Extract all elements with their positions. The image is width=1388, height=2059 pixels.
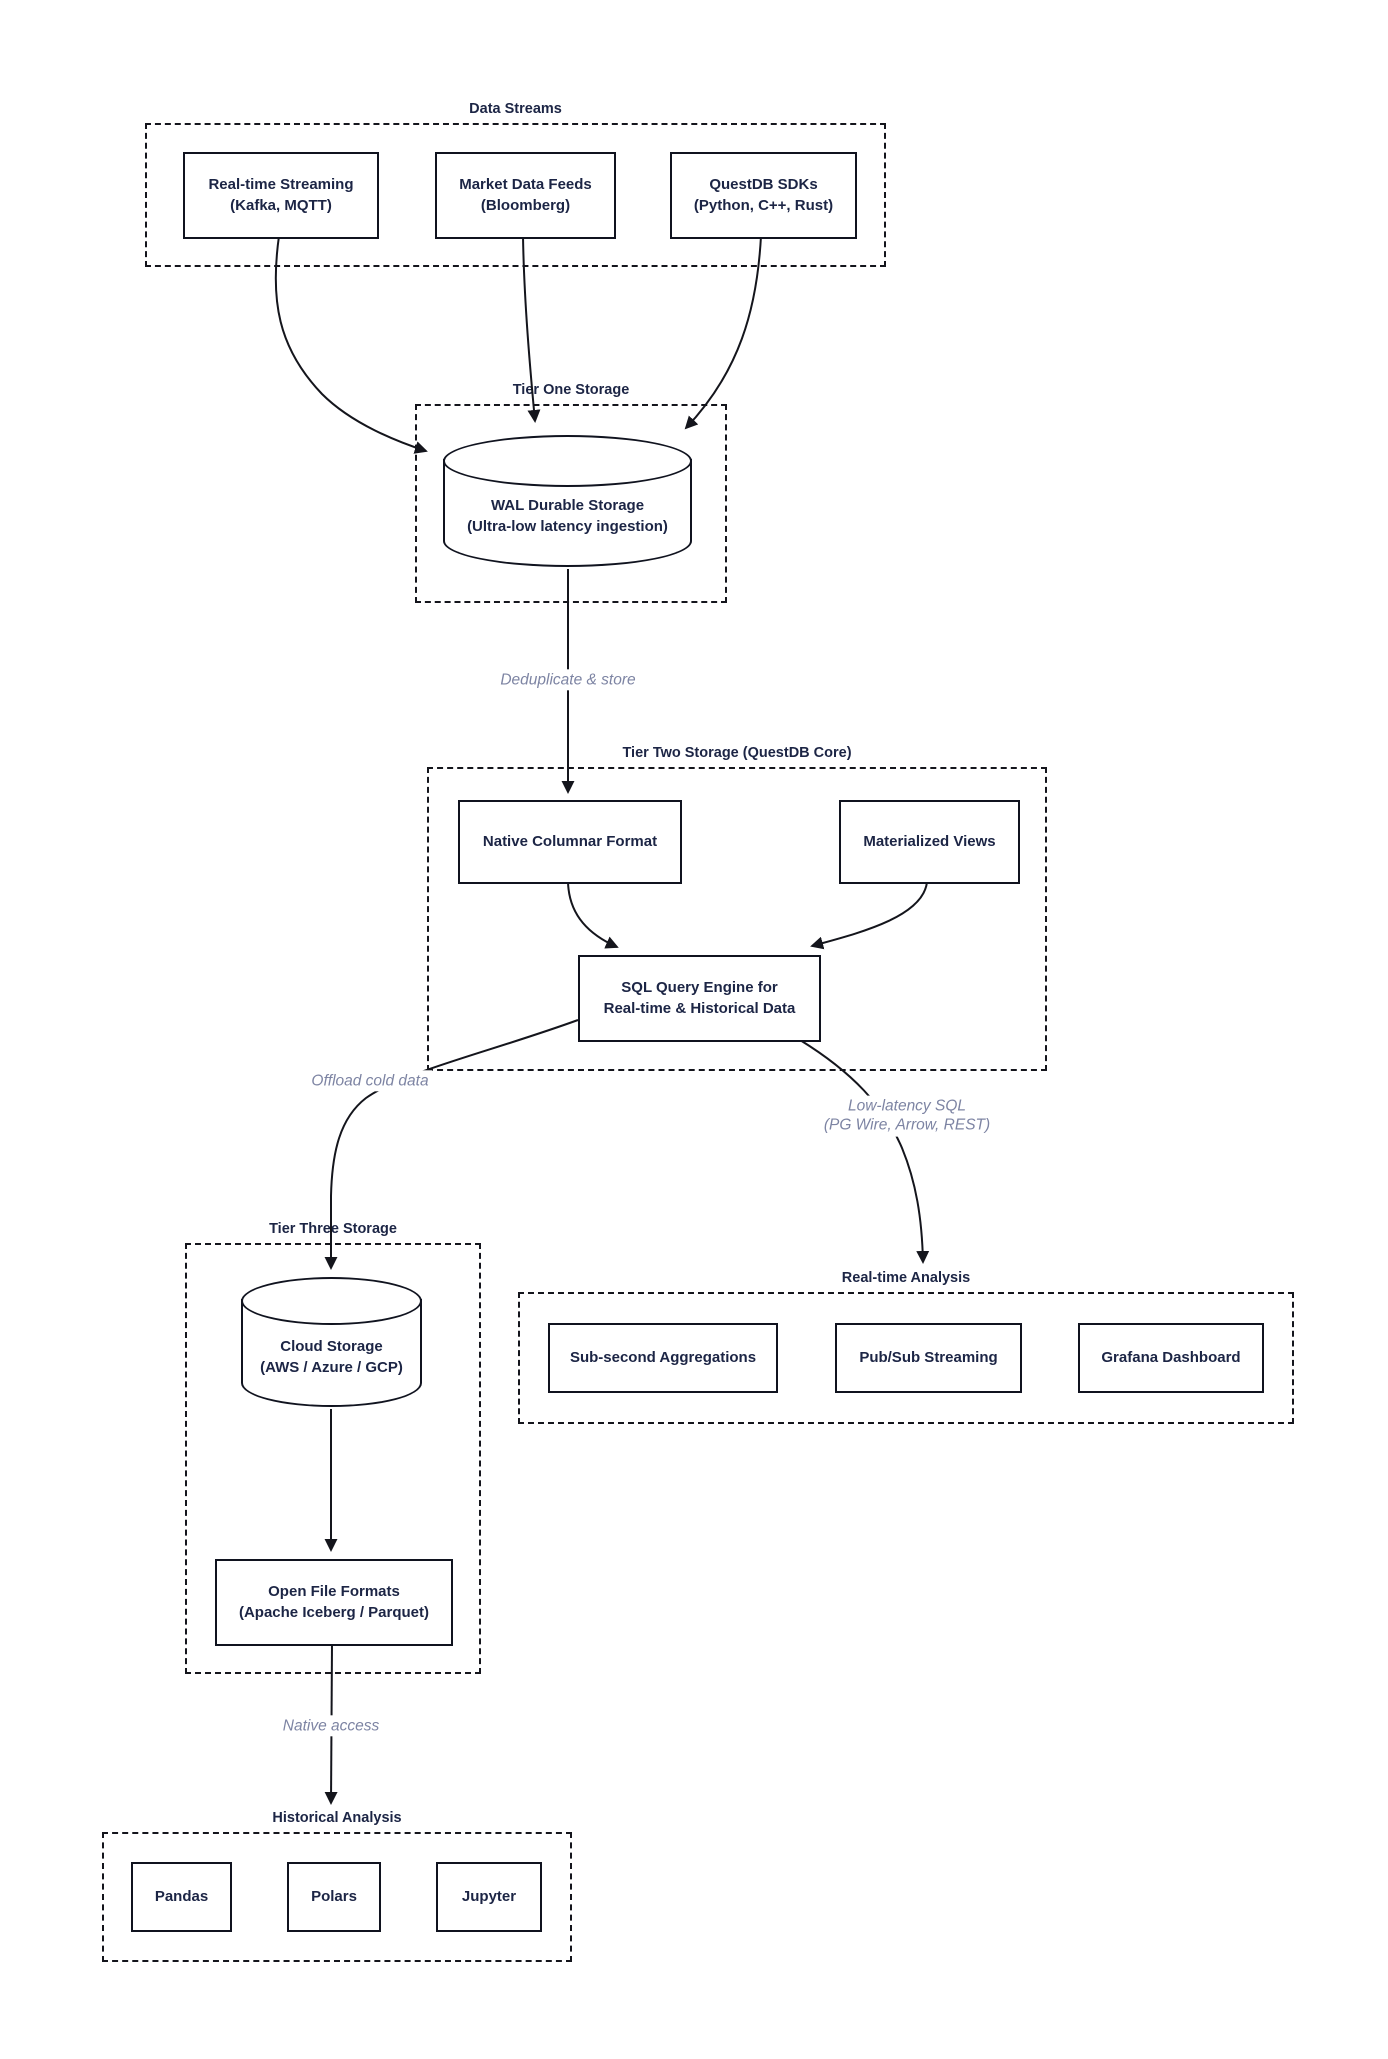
node-realtime-streaming-line1: Real-time Streaming [208, 176, 354, 194]
node-market-data-feeds-line1: Market Data Feeds [459, 176, 592, 194]
cylinder-top [443, 435, 692, 487]
cluster-tier-one-storage: Tier One Storage [415, 382, 727, 603]
node-pandas: Pandas [131, 1862, 232, 1932]
node-market-data-feeds: Market Data Feeds (Bloomberg) [435, 152, 616, 239]
edge-label-low-latency-sql-line2: (PG Wire, Arrow, REST) [823, 1117, 991, 1134]
edge-sdks-to-wal [684, 235, 762, 430]
node-polars-line1: Polars [311, 1887, 357, 1905]
node-open-file-formats: Open File Formats (Apache Iceberg / Parq… [215, 1559, 453, 1646]
node-native-columnar-format: Native Columnar Format [458, 800, 682, 884]
node-questdb-sdks-line1: QuestDB SDKs [709, 176, 818, 194]
node-wal-durable-storage: WAL Durable Storage (Ultra-low latency i… [443, 435, 692, 567]
node-jupyter-line1: Jupyter [461, 1887, 517, 1905]
node-market-data-feeds-line2: (Bloomberg) [480, 196, 571, 214]
node-native-columnar-format-line1: Native Columnar Format [482, 832, 658, 850]
cluster-tier-three-storage: Tier Three Storage [185, 1221, 481, 1674]
cluster-data-streams: Data Streams [145, 101, 886, 267]
cluster-realtime-analysis: Real-time Analysis [518, 1270, 1294, 1424]
node-questdb-sdks-line2: (Python, C++, Rust) [693, 196, 834, 214]
node-wal-durable-storage-line1: WAL Durable Storage [490, 497, 645, 514]
node-realtime-streaming: Real-time Streaming (Kafka, MQTT) [183, 152, 379, 239]
node-polars: Polars [287, 1862, 381, 1932]
edge-sql-to-cloud [324, 1019, 579, 1270]
edge-label-low-latency-sql: Low-latency SQL (PG Wire, Arrow, REST) [819, 1095, 995, 1137]
cluster-tier-two-storage-label: Tier Two Storage (QuestDB Core) [622, 745, 852, 761]
edge-views-to-sql [810, 881, 928, 950]
node-cloud-storage-line2: (AWS / Azure / GCP) [260, 1359, 403, 1376]
node-materialized-views-line1: Materialized Views [863, 832, 996, 850]
edge-columnar-to-sql [567, 881, 619, 949]
edge-marketdata-to-wal [522, 235, 541, 423]
cluster-historical-analysis-label: Historical Analysis [272, 1810, 402, 1826]
node-grafana-dashboard: Grafana Dashboard [1078, 1323, 1264, 1393]
node-pubsub-streaming-line1: Pub/Sub Streaming [859, 1348, 998, 1366]
edge-label-offload-cold-data: Offload cold data [307, 1070, 433, 1092]
node-questdb-sdks: QuestDB SDKs (Python, C++, Rust) [670, 152, 857, 239]
cluster-tier-one-storage-label: Tier One Storage [512, 382, 630, 398]
edge-label-deduplicate-store: Deduplicate & store [496, 669, 640, 691]
cluster-tier-three-storage-label: Tier Three Storage [269, 1221, 397, 1237]
node-grafana-dashboard-line1: Grafana Dashboard [1101, 1348, 1241, 1366]
node-sql-query-engine-line2: Real-time & Historical Data [603, 999, 796, 1017]
node-pubsub-streaming: Pub/Sub Streaming [835, 1323, 1022, 1393]
cylinder-top [241, 1277, 422, 1325]
node-wal-durable-storage-line2: (Ultra-low latency ingestion) [467, 518, 668, 535]
cluster-historical-analysis: Historical Analysis [102, 1810, 572, 1962]
node-sql-query-engine-line1: SQL Query Engine for [621, 979, 778, 997]
node-cloud-storage-line1: Cloud Storage [280, 1338, 383, 1355]
node-jupyter: Jupyter [436, 1862, 542, 1932]
node-pandas-line1: Pandas [154, 1887, 209, 1905]
node-realtime-streaming-line2: (Kafka, MQTT) [230, 196, 332, 214]
node-sql-query-engine: SQL Query Engine for Real-time & Histori… [578, 955, 821, 1042]
cluster-data-streams-label: Data Streams [469, 101, 562, 117]
edge-label-low-latency-sql-line1: Low-latency SQL [847, 1097, 967, 1115]
node-subsecond-aggregations-line1: Sub-second Aggregations [569, 1348, 757, 1366]
cluster-realtime-analysis-label: Real-time Analysis [841, 1270, 971, 1286]
cluster-tier-two-storage: Tier Two Storage (QuestDB Core) [427, 745, 1047, 1071]
node-materialized-views: Materialized Views [839, 800, 1020, 884]
node-cloud-storage: Cloud Storage (AWS / Azure / GCP) [241, 1277, 422, 1407]
node-open-file-formats-line2: (Apache Iceberg / Parquet) [238, 1603, 430, 1621]
edge-kafka-to-wal [274, 235, 428, 454]
node-open-file-formats-line1: Open File Formats [268, 1583, 400, 1601]
edge-label-native-access: Native access [278, 1715, 384, 1737]
node-subsecond-aggregations: Sub-second Aggregations [548, 1323, 778, 1393]
edge-sql-to-realtime [799, 1039, 930, 1264]
